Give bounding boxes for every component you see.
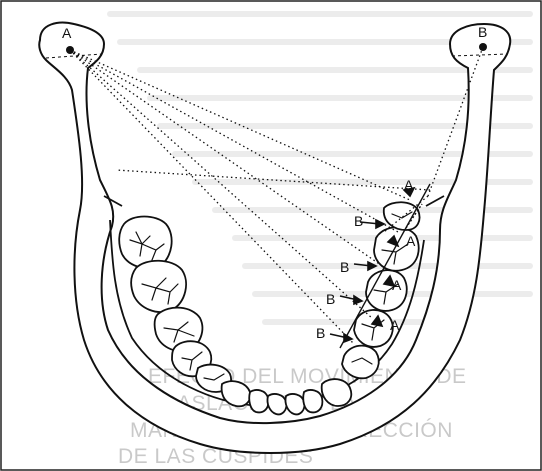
tooth-left-incisor-2 — [249, 390, 268, 412]
tooth-right-incisor-2 — [303, 390, 322, 412]
label-B-3: B — [326, 291, 335, 307]
label-A-2: A — [406, 233, 416, 249]
tooth-left-molar-2 — [131, 261, 186, 312]
label-condyle-right: B — [478, 24, 487, 40]
label-B-2: B — [340, 259, 349, 275]
label-A-1: A — [404, 177, 414, 193]
tooth-right-premolar-1 — [342, 346, 379, 379]
label-A-4: A — [390, 317, 400, 333]
label-B-4: B — [316, 325, 325, 341]
label-condyle-left: A — [62, 25, 72, 41]
label-B-1: B — [354, 213, 363, 229]
label-A-3: A — [392, 277, 402, 293]
